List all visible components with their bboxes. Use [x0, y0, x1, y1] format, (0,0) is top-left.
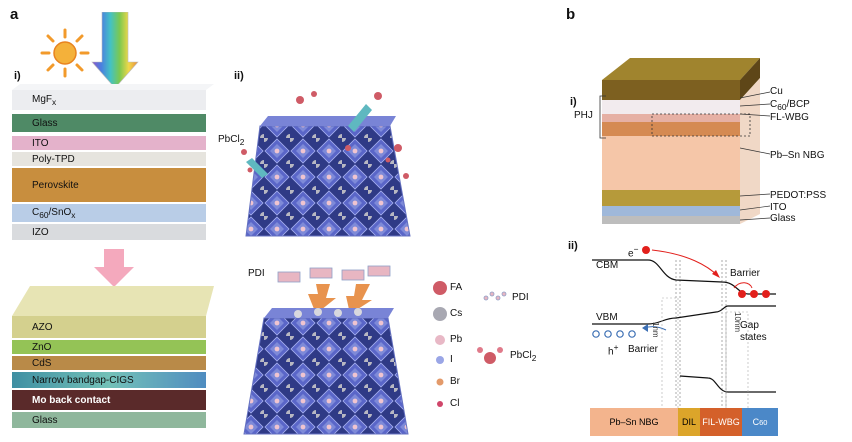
- perovskite-crystal-top: [241, 91, 411, 237]
- legend-cl: Cl: [450, 398, 460, 409]
- bottom-layer-mo: Mo back contact: [12, 390, 206, 410]
- label-pbsn-nbg: Pb–Sn NBG: [770, 150, 825, 161]
- legend-fa: FA: [450, 282, 463, 293]
- panel-a-letter: a: [10, 6, 19, 23]
- bottom-layer-cigs: Narrow bandgap-CIGS: [12, 372, 206, 388]
- bottom-layer-cds: CdS: [12, 356, 206, 370]
- light-arrow-icon: [91, 12, 139, 89]
- cbm-label: CBM: [596, 260, 619, 271]
- top-layer-izo: IZO: [12, 224, 206, 240]
- panel-b-sub-ii: ii): [568, 240, 578, 252]
- top-layer-perovskite: Perovskite: [12, 168, 206, 202]
- label-fl-wbg: FL-WBG: [770, 112, 809, 123]
- hole-label: h+: [608, 342, 619, 358]
- top-layer-glass: Glass: [12, 114, 206, 132]
- pdi-label-bottom: PDI: [248, 268, 265, 279]
- flwbg-thickness-label: 10nm: [733, 312, 742, 333]
- bottom-stack-top: [12, 286, 214, 316]
- bar-pbsn-nbg: Pb–Sn NBG: [590, 408, 678, 436]
- label-c60-bcp: C60/BCP: [770, 99, 810, 112]
- top-layer-c60-snox: C60/SnOx: [12, 204, 206, 222]
- band-diagram: [592, 246, 776, 419]
- bar-fil-wbg: FIL-WBG: [700, 408, 742, 436]
- legend-pbcl2: PbCl2: [510, 350, 537, 363]
- label-glass: Glass: [770, 213, 796, 224]
- bottom-layer-azo: AZO: [12, 316, 206, 338]
- phj-bracket: [599, 95, 606, 139]
- electron-label: e−: [628, 244, 639, 260]
- pink-arrow-icon: [94, 249, 134, 287]
- label-pedot: PEDOT:PSS: [770, 190, 827, 201]
- bar-dil: DIL: [678, 408, 700, 436]
- legend-cs: Cs: [450, 308, 463, 319]
- legend-pb: Pb: [450, 334, 463, 345]
- top-stack-depth: [12, 84, 214, 90]
- label-leader-lines: [740, 91, 771, 221]
- panel-a-sub-i: i): [14, 70, 21, 82]
- electron-barrier-label: Barrier: [730, 268, 761, 279]
- top-layer-ito: ITO: [12, 136, 206, 150]
- panel-b-sub-i: i): [570, 96, 577, 108]
- legend-symbols: [433, 281, 507, 407]
- legend-i: I: [450, 354, 453, 365]
- label-ito: ITO: [770, 202, 787, 213]
- perovskite-crystal-bottom: [243, 265, 409, 435]
- gap-states-label-1: Gap: [740, 320, 759, 331]
- dil-thickness-label: 1nm: [651, 322, 660, 338]
- phj-label: PHJ: [574, 110, 593, 121]
- vbm-label: VBM: [596, 312, 618, 323]
- top-layer-polytpd: Poly-TPD: [12, 152, 206, 166]
- hole-barrier-label: Barrier: [628, 344, 659, 355]
- label-cu: Cu: [770, 86, 783, 97]
- legend-pdi: PDI: [512, 292, 529, 303]
- legend-br: Br: [450, 376, 460, 387]
- top-layer-mgfx: MgFx: [12, 90, 206, 110]
- panel-b-letter: b: [566, 6, 576, 23]
- panel-a-sub-ii: ii): [234, 70, 244, 82]
- bottom-layer-zno: ZnO: [12, 340, 206, 354]
- gap-states-label-2: states: [740, 332, 767, 343]
- sun-icon: [40, 28, 90, 78]
- bottom-layer-glass: Glass: [12, 412, 206, 428]
- pbcl2-label-top: PbCl2: [218, 134, 245, 147]
